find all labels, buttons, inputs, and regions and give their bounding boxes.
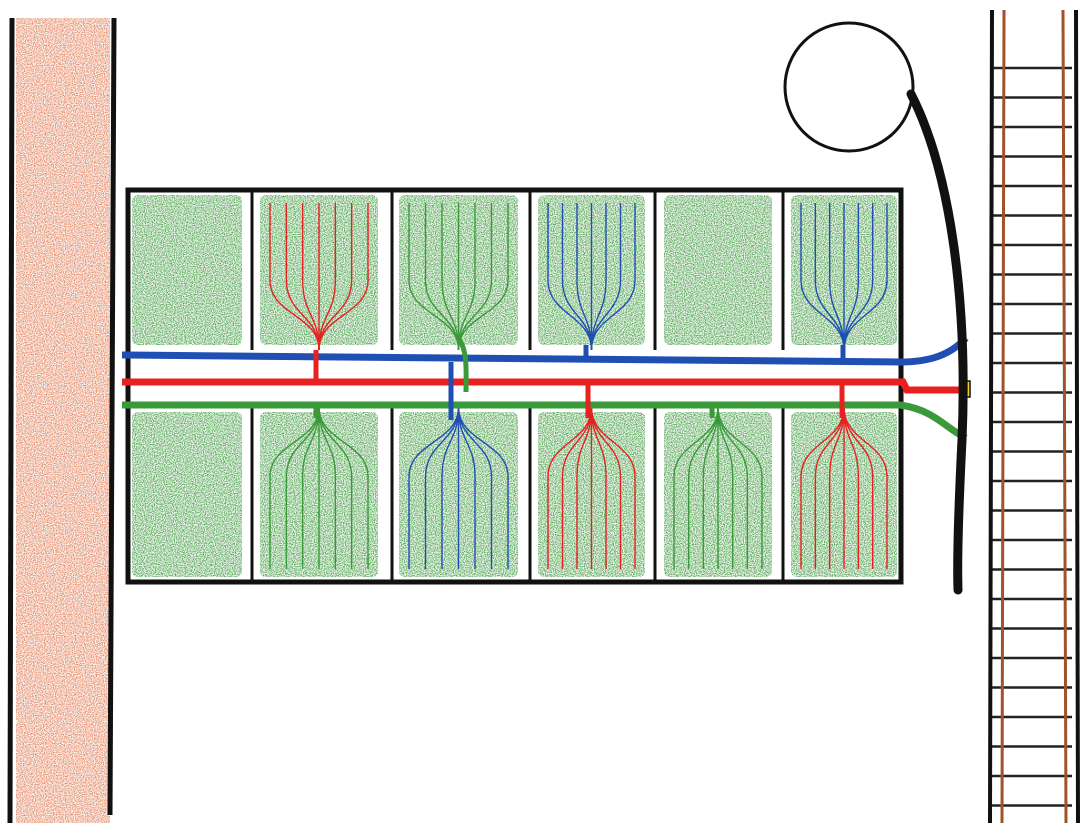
road-right-edge	[107, 17, 117, 816]
root-line	[800, 406, 845, 569]
root-line	[843, 406, 888, 569]
root-line	[285, 203, 320, 351]
road-left-edge	[7, 17, 15, 824]
root-line	[318, 406, 369, 569]
field-plot	[664, 195, 772, 345]
field-block	[125, 187, 904, 585]
root-line	[547, 203, 593, 351]
root-fan	[408, 406, 509, 569]
road-fill	[16, 18, 110, 823]
root-fan	[673, 406, 763, 569]
reservoir	[783, 21, 968, 595]
root-fan	[269, 203, 369, 351]
field-plot	[132, 195, 242, 345]
root-fan	[269, 406, 369, 569]
root-line	[424, 406, 460, 569]
supply-line	[906, 89, 968, 595]
root-line	[590, 406, 636, 569]
root-line	[457, 406, 509, 569]
rail-left	[1000, 9, 1006, 824]
rail-outer-right	[1074, 9, 1080, 824]
rail-outer-left	[988, 9, 994, 824]
root-line	[408, 203, 460, 351]
root-line	[673, 406, 719, 569]
root-line	[269, 203, 320, 351]
root-line	[843, 203, 888, 351]
rail-right	[1061, 9, 1068, 824]
root-fan	[547, 406, 636, 569]
field-frame	[125, 187, 904, 585]
road-strip	[7, 17, 117, 824]
root-line	[269, 406, 320, 569]
pipe-red	[122, 378, 966, 394]
root-line	[408, 406, 460, 569]
root-line	[318, 203, 369, 351]
root-line	[800, 203, 845, 351]
field-plot	[132, 412, 242, 577]
root-line	[285, 406, 320, 569]
branch-connector	[455, 336, 469, 393]
root-line	[717, 406, 763, 569]
railway-track	[988, 9, 1080, 824]
root-line	[590, 203, 636, 351]
root-fan	[547, 203, 636, 351]
root-fan	[800, 203, 888, 351]
root-line	[547, 406, 593, 569]
reservoir-circle	[783, 21, 915, 153]
